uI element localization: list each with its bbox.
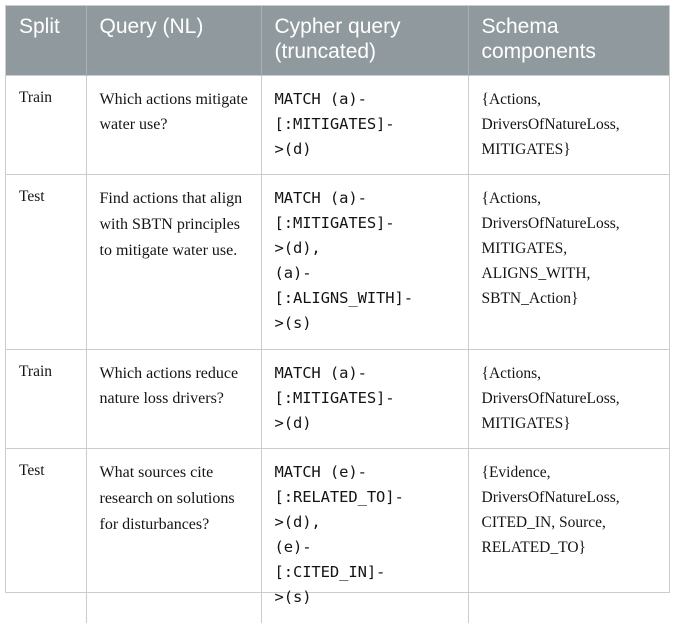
cell-query: Which actions mitigate water use? (86, 74, 262, 175)
cell-cypher: MATCH (a)- [:MITIGATES]- >(d) (261, 74, 469, 175)
cypher-examples-table: Split Query (NL) Cypher query (truncated… (6, 6, 669, 623)
table-row: Test What sources cite research on solut… (6, 447, 669, 623)
cell-query: What sources cite research on solutions … (86, 447, 262, 623)
column-header-query: Query (NL) (86, 6, 262, 76)
table-header-row: Split Query (NL) Cypher query (truncated… (6, 6, 669, 76)
cell-cypher: MATCH (a)- [:MITIGATES]- >(d), (a)- [:AL… (261, 173, 469, 350)
column-header-split: Split (6, 6, 87, 76)
cell-split: Test (6, 447, 87, 623)
cell-schema: {Actions, DriversOfNatureLoss, MITIGATES… (468, 74, 669, 175)
cell-query: Find actions that align with SBTN princi… (86, 173, 262, 350)
cell-query: Which actions reduce nature loss drivers… (86, 348, 262, 449)
cell-split: Train (6, 74, 87, 175)
table-header: Split Query (NL) Cypher query (truncated… (6, 6, 669, 76)
cypher-examples-table-container: Split Query (NL) Cypher query (truncated… (5, 5, 670, 623)
cell-split: Test (6, 173, 87, 350)
cell-cypher: MATCH (e)- [:RELATED_TO]- >(d), (e)- [:C… (261, 447, 469, 623)
cell-split: Train (6, 348, 87, 449)
cell-schema: {Evidence, DriversOfNatureLoss, CITED_IN… (468, 447, 669, 623)
column-header-schema: Schema components (468, 6, 669, 76)
table-row: Train Which actions reduce nature loss d… (6, 348, 669, 449)
cell-cypher: MATCH (a)- [:MITIGATES]- >(d) (261, 348, 469, 449)
table-row: Train Which actions mitigate water use? … (6, 74, 669, 175)
table-body: Train Which actions mitigate water use? … (6, 74, 669, 623)
table-row: Test Find actions that align with SBTN p… (6, 173, 669, 350)
cell-schema: {Actions, DriversOfNatureLoss, MITIGATES… (468, 173, 669, 350)
column-header-cypher: Cypher query (truncated) (261, 6, 469, 76)
cell-schema: {Actions, DriversOfNatureLoss, MITIGATES… (468, 348, 669, 449)
